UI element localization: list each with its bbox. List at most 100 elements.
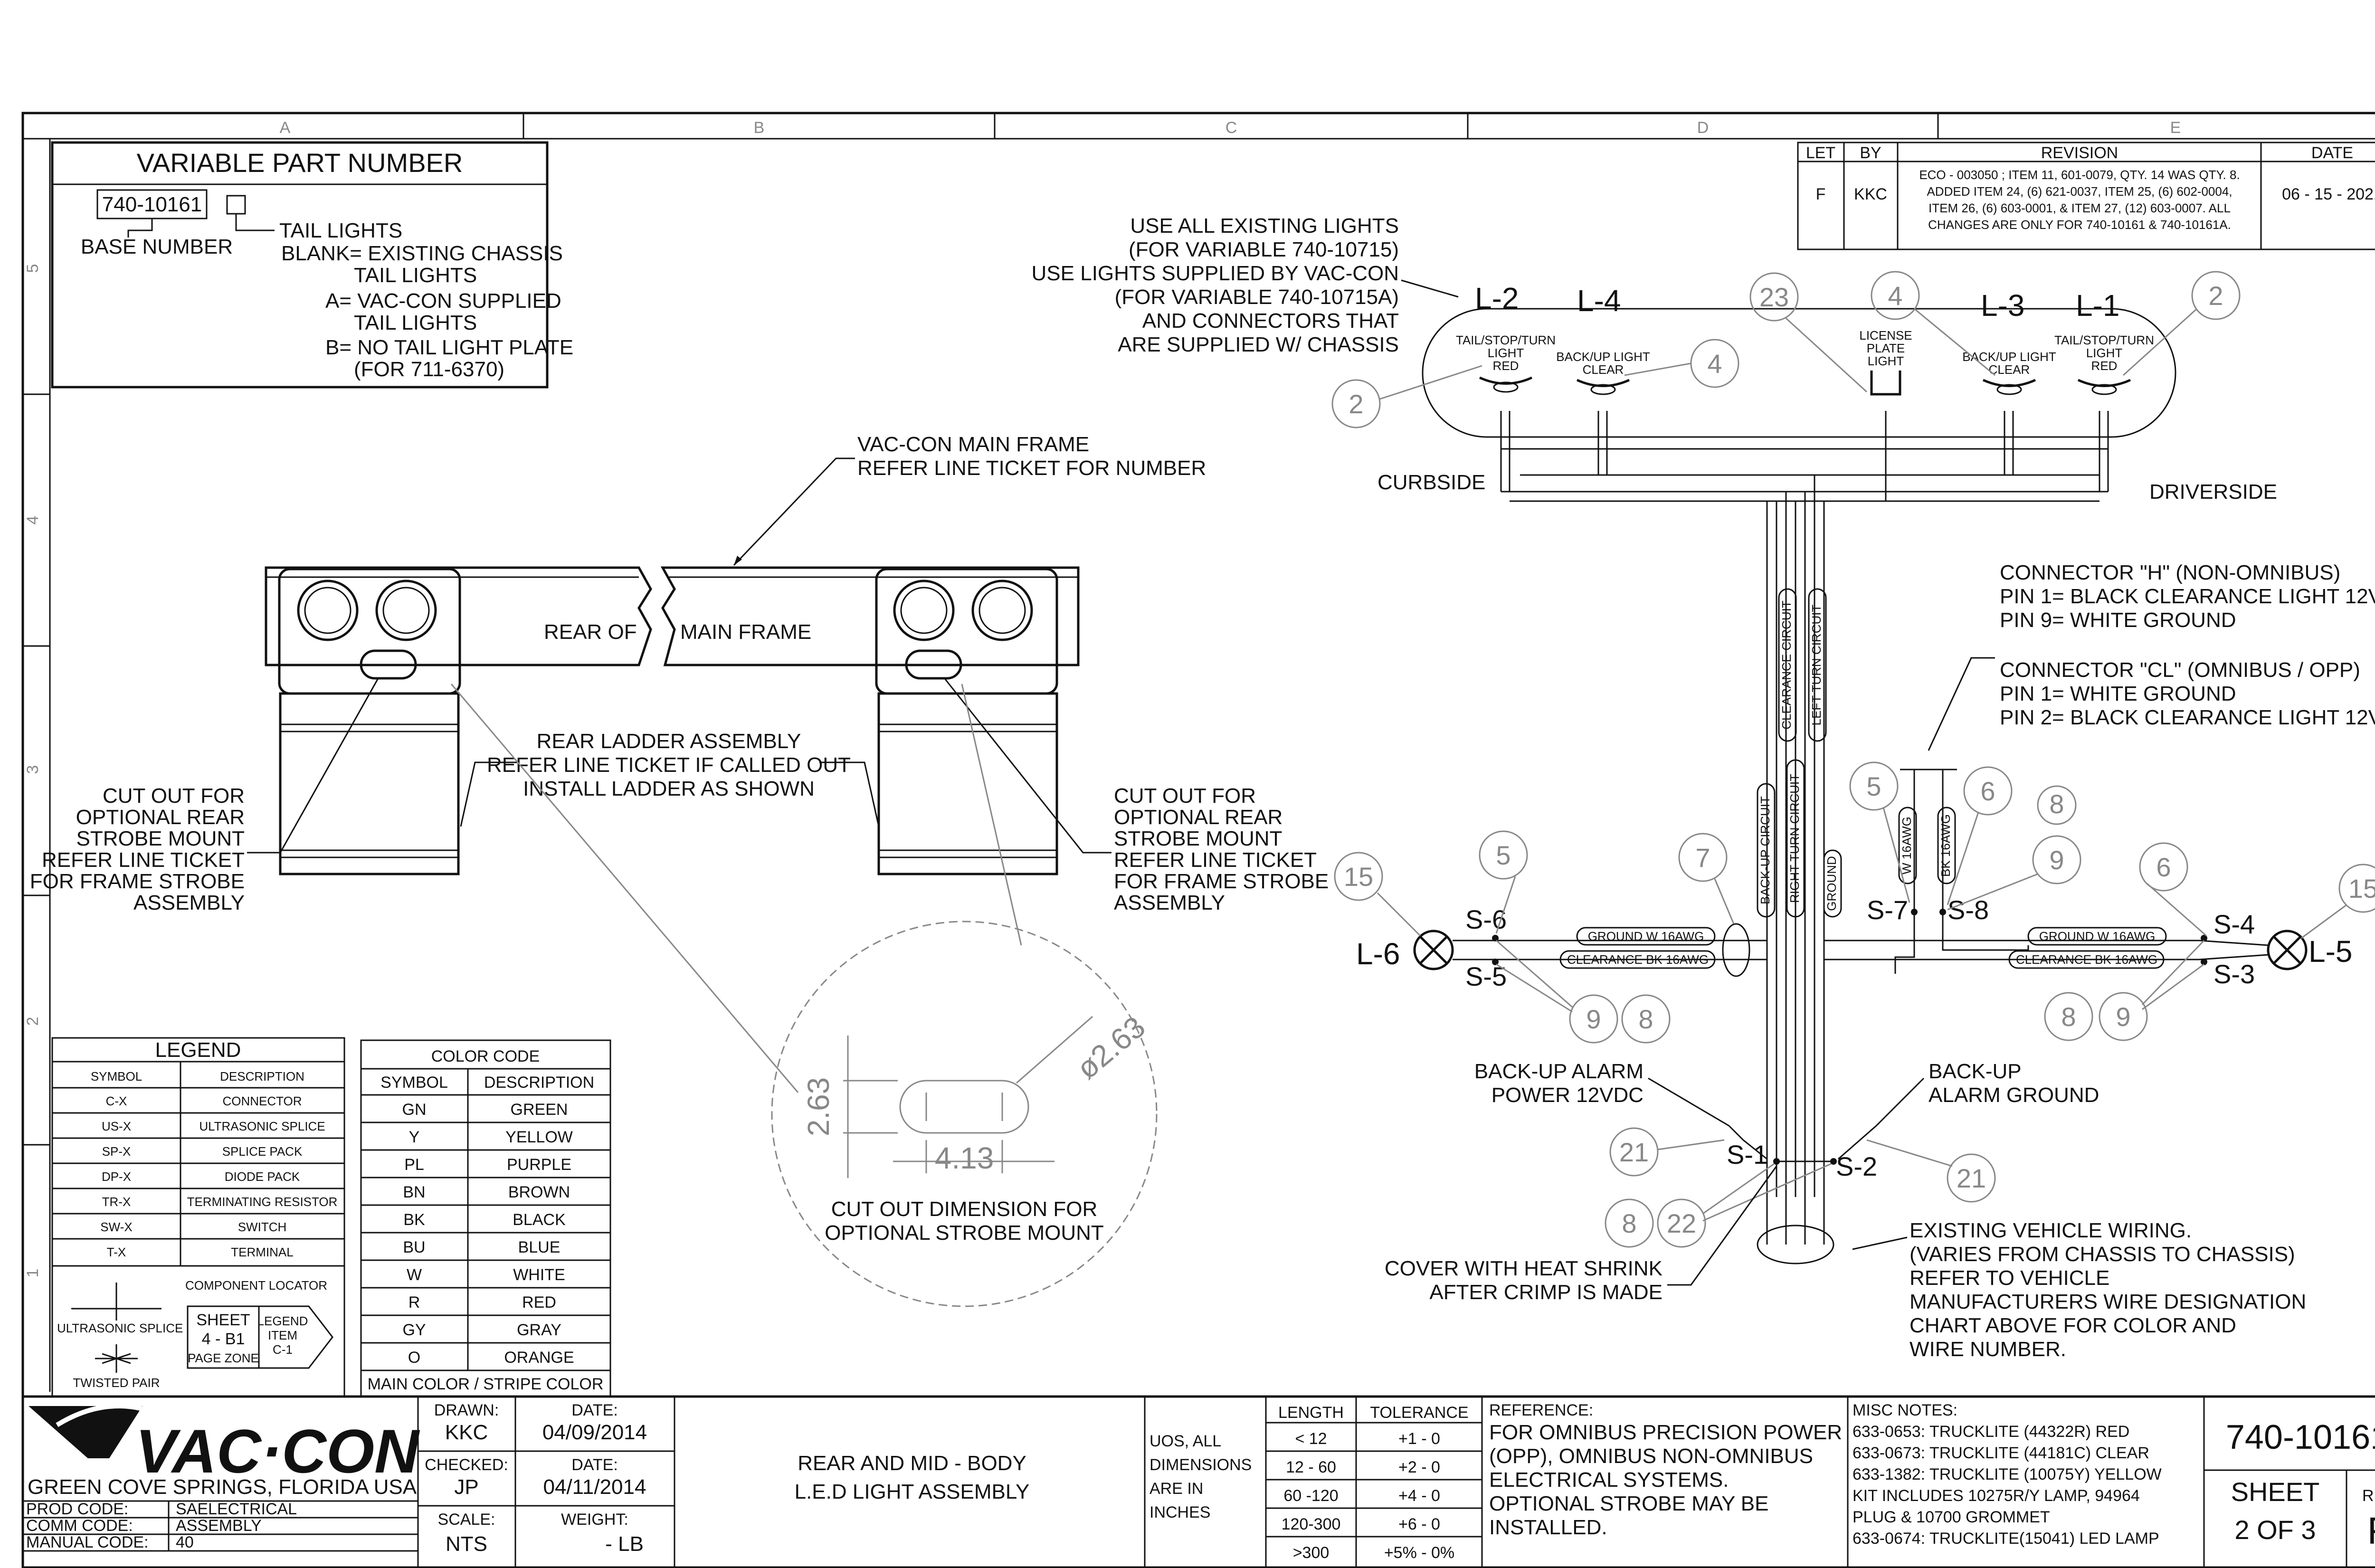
legend-header-desc: DESCRIPTION bbox=[220, 1069, 304, 1083]
legend-sym-1: C-X bbox=[106, 1094, 127, 1108]
legend-desc-5: TERMINATING RESISTOR bbox=[187, 1195, 338, 1209]
color-desc-10: ORANGE bbox=[504, 1349, 574, 1367]
misc-3: 633-0673: TRUCKLITE (44181C) CLEAR bbox=[1852, 1444, 2149, 1462]
balloon-4-a: 4 bbox=[1707, 349, 1722, 379]
balloon-21-a: 21 bbox=[1619, 1137, 1649, 1167]
blank-option-2: TAIL LIGHTS bbox=[354, 264, 477, 287]
reference-6: INSTALLED. bbox=[1489, 1516, 1607, 1539]
clear-bk-left: CLEARANCE BK 16AWG bbox=[1567, 952, 1709, 967]
rev-line-3: ITEM 26, (6) 603-0001, & ITEM 27, (12) 6… bbox=[1928, 201, 2231, 215]
ladder-note-2: REFER LINE TICKET IF CALLED OUT bbox=[487, 753, 851, 777]
locator-legend-2: ITEM bbox=[268, 1328, 297, 1342]
legend-sym-4: DP-X bbox=[102, 1169, 131, 1184]
splice-s6: S-6 bbox=[1465, 904, 1507, 934]
sheet-value: 2 OF 3 bbox=[2234, 1515, 2316, 1545]
legend-sym-2: US-X bbox=[102, 1119, 131, 1133]
company-location: GREEN COVE SPRINGS, FLORIDA USA bbox=[28, 1475, 417, 1499]
l2-desc-2: LIGHT bbox=[1488, 346, 1524, 360]
ground-w-right: GROUND W 16AWG bbox=[2039, 929, 2156, 943]
main-frame-note-2: REFER LINE TICKET FOR NUMBER bbox=[857, 456, 1206, 480]
uos-1: UOS, ALL bbox=[1150, 1432, 1221, 1450]
l1-desc-2: LIGHT bbox=[2086, 346, 2123, 360]
backup-ground-1: BACK-UP bbox=[1928, 1060, 2022, 1083]
existing-note-5: AND CONNECTORS THAT bbox=[1142, 309, 1399, 333]
part-number: 740-10161 bbox=[2226, 1418, 2375, 1456]
ladder-note-3: INSTALL LADDER AS SHOWN bbox=[523, 777, 815, 800]
balloon-4-b: 4 bbox=[1888, 281, 1902, 311]
rev-header-revision: REVISION bbox=[2041, 144, 2118, 162]
checked-by: JP bbox=[454, 1475, 478, 1499]
base-number: 740-10161 bbox=[102, 193, 202, 216]
color-sym-7: W bbox=[407, 1266, 422, 1284]
tol-value-5: +5% - 0% bbox=[1384, 1544, 1454, 1562]
a-option: A= VAC-CON SUPPLIED bbox=[325, 289, 561, 313]
cutout-left-3: STROBE MOUNT bbox=[76, 827, 245, 850]
zone-c: C bbox=[1226, 119, 1237, 137]
balloon-8-a: 8 bbox=[2049, 789, 2064, 819]
existing-wiring-1: EXISTING VEHICLE WIRING. bbox=[1910, 1219, 2192, 1242]
color-sym-4: BN bbox=[403, 1183, 425, 1201]
color-code-title: COLOR CODE bbox=[431, 1047, 540, 1065]
misc-1: MISC NOTES: bbox=[1852, 1401, 1957, 1419]
existing-note-3: USE LIGHTS SUPPLIED BY VAC-CON bbox=[1032, 262, 1399, 285]
l3-desc-2: CLEAR bbox=[1989, 362, 2030, 377]
l1-label: L-1 bbox=[2076, 288, 2120, 323]
color-sym-1: GN bbox=[402, 1101, 427, 1119]
title-block: VAC·CON GREEN COVE SPRINGS, FLORIDA USA … bbox=[23, 1395, 2375, 1568]
misc-7: 633-0674: TRUCKLITE(15041) LED LAMP bbox=[1852, 1530, 2159, 1548]
row-5: 5 bbox=[24, 264, 42, 273]
cutout-dim-note-2: OPTIONAL STROBE MOUNT bbox=[825, 1221, 1104, 1245]
drawn-date: 04/09/2014 bbox=[542, 1421, 647, 1444]
comm-code: ASSEMBLY bbox=[176, 1517, 262, 1535]
balloon-6-b: 6 bbox=[2156, 852, 2171, 882]
color-desc-1: GREEN bbox=[511, 1101, 568, 1119]
cutout-right-5: FOR FRAME STROBE bbox=[1114, 870, 1329, 893]
cutout-left-6: ASSEMBLY bbox=[133, 891, 245, 914]
balloon-5-a: 5 bbox=[1496, 840, 1510, 870]
legend-desc-4: DIODE PACK bbox=[225, 1169, 300, 1184]
legend-sym-3: SP-X bbox=[102, 1144, 131, 1159]
ladder-note-1: REAR LADDER ASSEMBLY bbox=[537, 730, 801, 753]
color-sym-10: O bbox=[408, 1349, 420, 1367]
light-l3: L-3 BACK/UP LIGHT CLEAR bbox=[1962, 288, 2056, 475]
legend-desc-3: SPLICE PACK bbox=[222, 1144, 303, 1159]
balloon-5-b: 5 bbox=[1866, 771, 1881, 801]
ground-w-left: GROUND W 16AWG bbox=[1588, 929, 1704, 943]
color-desc-7: WHITE bbox=[513, 1266, 565, 1284]
scale: NTS bbox=[446, 1532, 487, 1556]
l4-label: L-4 bbox=[1577, 284, 1621, 318]
twisted-pair-label: TWISTED PAIR bbox=[73, 1376, 160, 1390]
l4-desc-2: CLEAR bbox=[1583, 362, 1624, 377]
legend-desc-7: TERMINAL bbox=[231, 1245, 293, 1259]
tol-length-4: 120-300 bbox=[1282, 1515, 1341, 1533]
balloon-8-c: 8 bbox=[2061, 1002, 2076, 1032]
backup-ground-2: ALARM GROUND bbox=[1928, 1083, 2099, 1107]
rev-header-date: DATE bbox=[2311, 144, 2353, 162]
curbside-label: CURBSIDE bbox=[1378, 471, 1485, 494]
tol-length-5: >300 bbox=[1293, 1544, 1330, 1562]
cutout-left-5: FOR FRAME STROBE bbox=[30, 870, 245, 893]
uos-3: ARE IN bbox=[1150, 1480, 1203, 1498]
color-sym-3: PL bbox=[404, 1156, 424, 1174]
drawing-title-2: L.E.D LIGHT ASSEMBLY bbox=[795, 1480, 1030, 1503]
variable-part-number-box: VARIABLE PART NUMBER 740-10161 BASE NUMB… bbox=[51, 141, 573, 389]
bk16-label: BK 16AWG bbox=[1938, 814, 1953, 877]
splice-s2: S-2 bbox=[1836, 1151, 1877, 1181]
plate-desc-2: PLATE bbox=[1867, 341, 1905, 355]
cutout-left-4: REFER LINE TICKET bbox=[42, 848, 245, 872]
l3-label: L-3 bbox=[1981, 288, 2025, 323]
balloon-9-a: 9 bbox=[2049, 845, 2064, 875]
manual-code: 40 bbox=[176, 1533, 194, 1551]
component-locator-label: COMPONENT LOCATOR bbox=[185, 1278, 327, 1292]
color-sym-9: GY bbox=[402, 1321, 426, 1339]
splice-s5: S-5 bbox=[1465, 961, 1507, 991]
balloon-22: 22 bbox=[1667, 1208, 1696, 1238]
rev-value: F bbox=[2367, 1510, 2375, 1552]
company-logo-text: VAC·CON bbox=[135, 1416, 420, 1486]
misc-4: 633-1382: TRUCKLITE (10075Y) YELLOW bbox=[1852, 1465, 2162, 1483]
rev-header-by: BY bbox=[1860, 144, 1881, 162]
legend-desc-1: CONNECTOR bbox=[222, 1094, 302, 1108]
cutout-right-4: REFER LINE TICKET bbox=[1114, 848, 1317, 872]
tol-value-1: +1 - 0 bbox=[1398, 1430, 1440, 1448]
legend-sym-5: TR-X bbox=[102, 1195, 131, 1209]
